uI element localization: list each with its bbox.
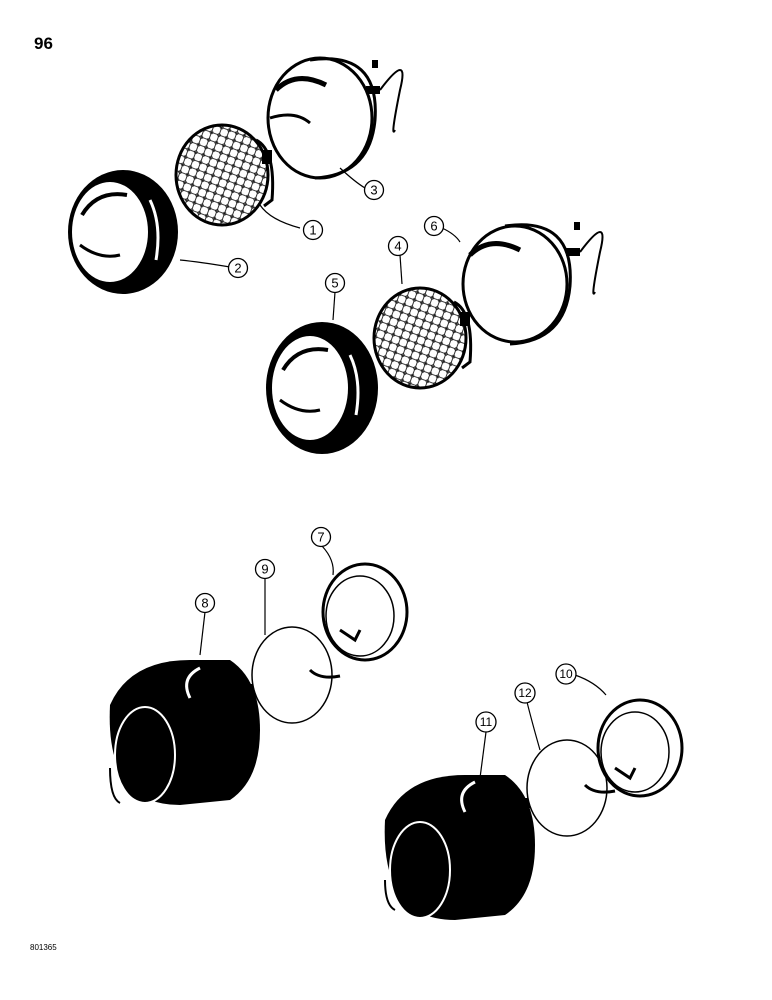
callout-11-label: 11	[480, 715, 493, 729]
page-number: 96	[34, 34, 53, 53]
callout-10-label: 10	[559, 667, 573, 681]
callout-6: 6	[423, 215, 445, 237]
callout-2-label: 2	[234, 261, 241, 276]
lamp-housing-icon	[461, 222, 604, 346]
flood-lamp-assembly-upper	[68, 56, 404, 294]
callout-12: 12	[514, 682, 536, 704]
callout-3: 3	[363, 179, 385, 201]
callout-8-label: 8	[201, 596, 208, 611]
flood-lamp-assembly-middle	[266, 222, 604, 454]
callout-9: 9	[254, 558, 276, 580]
mounting-plate-icon	[251, 626, 341, 724]
callouts: 1 2 3 4 5 6 7 8	[194, 179, 577, 733]
lamp-housing-icon	[266, 56, 404, 180]
callout-12-label: 12	[518, 686, 532, 700]
callout-8: 8	[194, 592, 216, 614]
leader-line-11	[479, 731, 487, 779]
leader-line-5	[332, 291, 336, 321]
callout-1: 1	[302, 219, 324, 241]
figure-code: 801365	[30, 943, 57, 952]
lamp-housing-icon	[109, 660, 275, 805]
callout-10: 10	[555, 663, 577, 685]
lamp-lens-icon	[596, 698, 684, 798]
callout-5-label: 5	[331, 276, 338, 291]
leader-line-1	[259, 204, 301, 229]
leader-line-3	[339, 167, 366, 189]
leader-line-2	[179, 259, 231, 268]
mounting-plate-icon	[526, 739, 616, 837]
callout-7-label: 7	[317, 530, 324, 545]
lamp-lens-icon	[372, 286, 473, 390]
callout-9-label: 9	[261, 562, 268, 577]
leader-line-7	[321, 545, 334, 576]
leader-line-12	[526, 701, 541, 751]
callout-2: 2	[227, 257, 249, 279]
callout-5: 5	[324, 272, 346, 294]
leader-line-6	[441, 227, 461, 243]
callout-11: 11	[475, 711, 497, 733]
leader-line-8	[199, 611, 206, 656]
bezel-ring-icon	[68, 170, 178, 294]
leader-line-4	[399, 254, 403, 285]
leader-line-10	[574, 674, 607, 696]
callout-4-label: 4	[394, 239, 401, 254]
bezel-ring-icon	[266, 322, 378, 454]
callout-3-label: 3	[370, 183, 377, 198]
callout-7: 7	[310, 526, 332, 548]
callout-6-label: 6	[430, 219, 437, 234]
work-lamp-assembly-left	[109, 562, 409, 805]
leader-lines	[179, 167, 607, 779]
callout-1-label: 1	[309, 223, 316, 238]
lamp-lens-icon	[174, 123, 275, 227]
work-lamp-assembly-right	[384, 698, 684, 920]
lamp-housing-icon	[384, 775, 550, 920]
callout-4: 4	[387, 235, 409, 257]
lamp-lens-icon	[321, 562, 409, 662]
